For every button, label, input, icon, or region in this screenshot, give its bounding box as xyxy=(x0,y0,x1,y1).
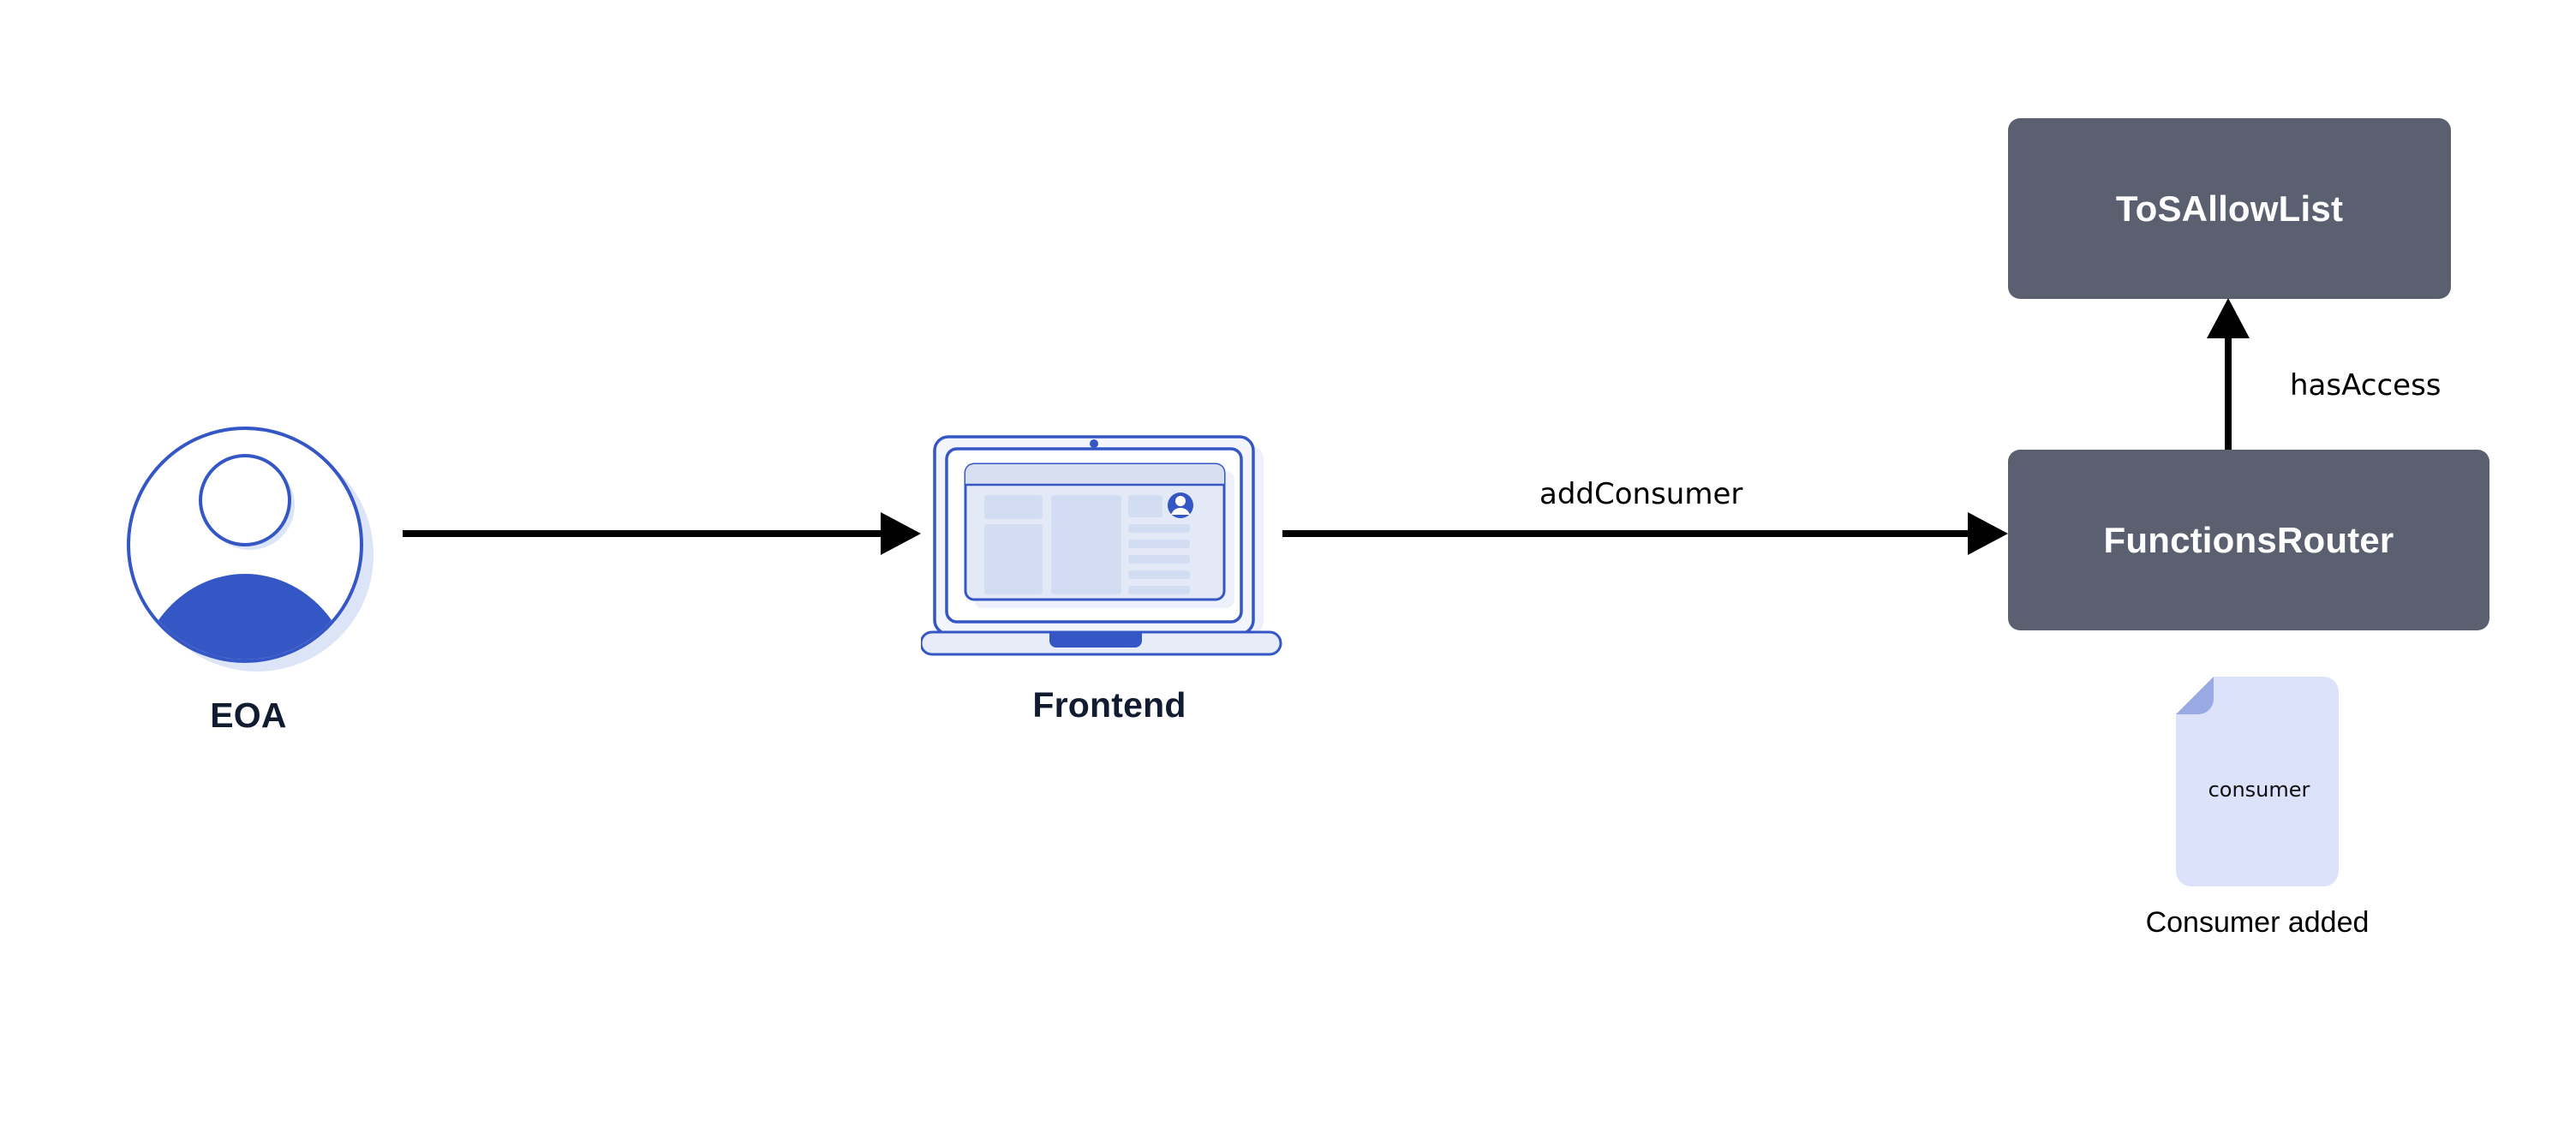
arrow-functions-router-to-tos-allow-list xyxy=(2207,298,2250,450)
node-label-consumer-added: Consumer added xyxy=(2145,906,2370,939)
node-label-functions-router: FunctionsRouter xyxy=(2103,519,2394,560)
node-label-tos-allow-list: ToSAllowList xyxy=(2115,188,2344,229)
node-label-frontend: Frontend xyxy=(1032,685,1186,725)
node-frontend[interactable]: Frontend xyxy=(921,428,1298,771)
edge-label-has-access: hasAccess xyxy=(2290,368,2442,403)
document-file-label: consumer xyxy=(2208,778,2310,802)
node-label-eoa: EOA xyxy=(210,695,287,735)
screen-avatar-icon xyxy=(1168,492,1193,518)
node-tos-allow-list[interactable]: ToSAllowList xyxy=(2008,118,2451,299)
arrow-eoa-to-frontend xyxy=(403,512,921,555)
node-eoa[interactable]: EOA xyxy=(120,420,377,762)
document-icon xyxy=(2176,677,2339,886)
edge-label-add-consumer: addConsumer xyxy=(1539,477,1743,511)
node-consumer-document[interactable]: consumer Consumer added xyxy=(2146,677,2450,959)
user-avatar-icon xyxy=(127,427,374,671)
arrow-frontend-to-functions-router xyxy=(1282,512,2008,555)
laptop-icon xyxy=(921,435,1282,656)
node-functions-router[interactable]: FunctionsRouter xyxy=(2008,450,2489,630)
